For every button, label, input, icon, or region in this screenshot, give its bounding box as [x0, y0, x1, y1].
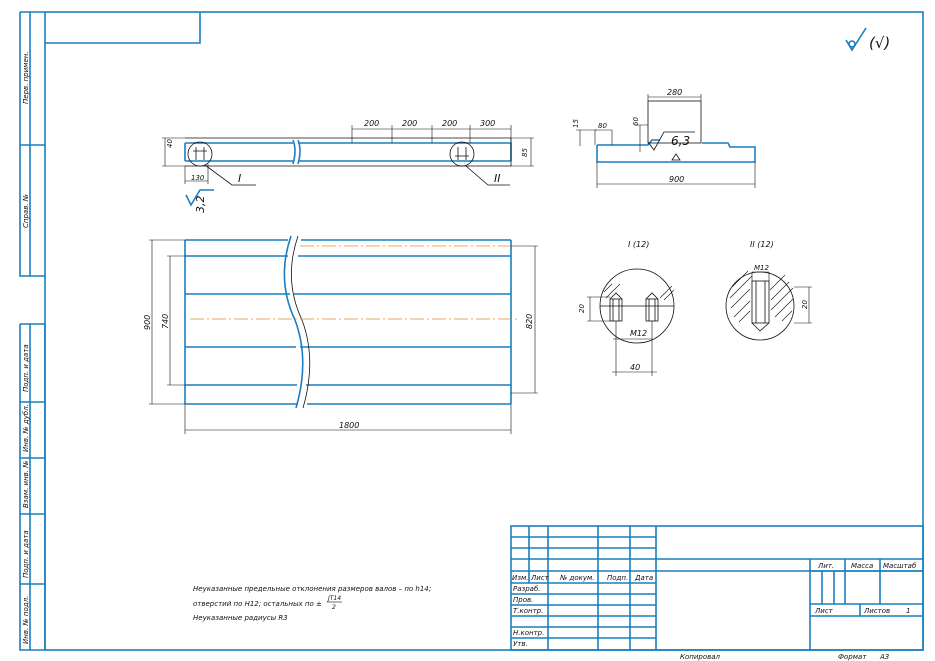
detail-I-dim-20: 20 — [578, 304, 586, 313]
tb-masshtab: Масштаб — [883, 562, 917, 570]
sheet-footer: Копировал Формат А3 — [680, 653, 889, 661]
footer-format-label: Формат — [838, 653, 867, 661]
tb-lit: Лит. — [817, 562, 834, 570]
strip-label-inv-podl: Инв. № подл. — [22, 596, 30, 644]
plan-dim-740: 740 — [161, 314, 170, 329]
tb-massa: Масса — [851, 562, 873, 570]
callout-II: II — [494, 172, 501, 185]
top-left-stamp-box — [45, 12, 201, 44]
detail-I: I (12) 20 M12 40 — [578, 240, 675, 376]
plan-dim-820: 820 — [525, 314, 534, 329]
side-dim-200-b: 200 — [402, 119, 417, 128]
technical-notes: Неуказанные предельные отклонения размер… — [193, 585, 431, 622]
strip-label-podp-data-2: Подп. и дата — [22, 530, 30, 578]
end-dim-900: 900 — [669, 175, 684, 184]
callout-I: I — [238, 172, 241, 185]
side-dim-200-c: 200 — [442, 119, 457, 128]
title-block: Изм. Лист № докум. Подп. Дата Разраб. Пр… — [510, 525, 924, 651]
detail-I-dim-40: 40 — [630, 363, 640, 372]
detail-II-dim-20: 20 — [801, 300, 809, 309]
tb-nkontr: Н.контр. — [513, 629, 544, 637]
side-view: 40 130 200 200 200 300 85 I II 3,2 — [162, 119, 534, 213]
note-fraction-denominator: 2 — [332, 604, 336, 611]
sheet-frame — [44, 11, 924, 651]
tb-tkontr: Т.контр. — [513, 607, 543, 615]
note-fraction-numerator: JT14 — [327, 595, 341, 602]
side-dim-300: 300 — [480, 119, 495, 128]
strip-label-sprav: Справ. № — [22, 194, 30, 228]
side-dim-85: 85 — [521, 148, 529, 157]
end-dim-280: 280 — [667, 88, 682, 97]
plan-dim-900: 900 — [143, 315, 152, 330]
note-line-2: отверстий по H12; остальных по ± — [193, 600, 322, 608]
tb-n-dokum: № докум. — [559, 574, 595, 582]
tb-sheet: Лист — [814, 607, 834, 615]
detail-I-dim-m12: M12 — [630, 329, 647, 338]
footer-format-value: А3 — [879, 653, 889, 661]
general-roughness-mark: (√) — [845, 27, 890, 52]
strip-label-podp-data-1: Подп. и дата — [22, 344, 30, 392]
side-dim-130: 130 — [191, 174, 205, 182]
detail-II-dim-m12: M12 — [754, 264, 769, 272]
tb-izm: Изм. — [512, 574, 528, 582]
tb-sheets-count: 1 — [906, 607, 910, 615]
strip-label-vzam-inv: Взам. инв. № — [22, 460, 30, 508]
strip-label-inv-dubl: Инв. № дубл. — [22, 404, 30, 452]
side-strip: Перв. примен. Справ. № Подп. и дата Инв.… — [19, 11, 46, 651]
strip-label-perv-primen: Перв. примен. — [22, 51, 30, 104]
end-dim-15: 15 — [572, 119, 580, 128]
tb-podp: Подп. — [607, 574, 628, 582]
plan-dim-1800: 1800 — [339, 421, 359, 430]
end-dim-60: 60 — [632, 117, 640, 126]
note-line-3: Неуказанные радиусы R3 — [193, 614, 288, 622]
tb-utv: Утв. — [513, 640, 528, 648]
tb-list: Лист — [530, 574, 550, 582]
roughness-3-2: 3,2 — [194, 196, 207, 214]
side-dim-40: 40 — [166, 139, 174, 148]
footer-kopiroval: Копировал — [680, 653, 721, 661]
side-dim-200-a: 200 — [364, 119, 379, 128]
note-line-1: Неуказанные предельные отклонения размер… — [193, 585, 431, 593]
end-view: 900 280 60 15 80 6,3 — [572, 88, 756, 188]
detail-II-title: II (12) — [750, 240, 774, 249]
roughness-bracket: (√) — [869, 34, 890, 52]
tb-razrab: Разраб. — [513, 585, 541, 593]
detail-I-title: I (12) — [628, 240, 649, 249]
roughness-6-3: 6,3 — [671, 134, 690, 148]
tb-prov: Пров. — [513, 596, 533, 604]
tb-sheets: Листов — [863, 607, 890, 615]
end-dim-80: 80 — [598, 122, 607, 130]
plan-view: 900 740 820 1800 — [143, 235, 538, 434]
detail-II: II (12) M12 20 — [725, 240, 812, 341]
tb-data: Дата — [634, 574, 653, 582]
